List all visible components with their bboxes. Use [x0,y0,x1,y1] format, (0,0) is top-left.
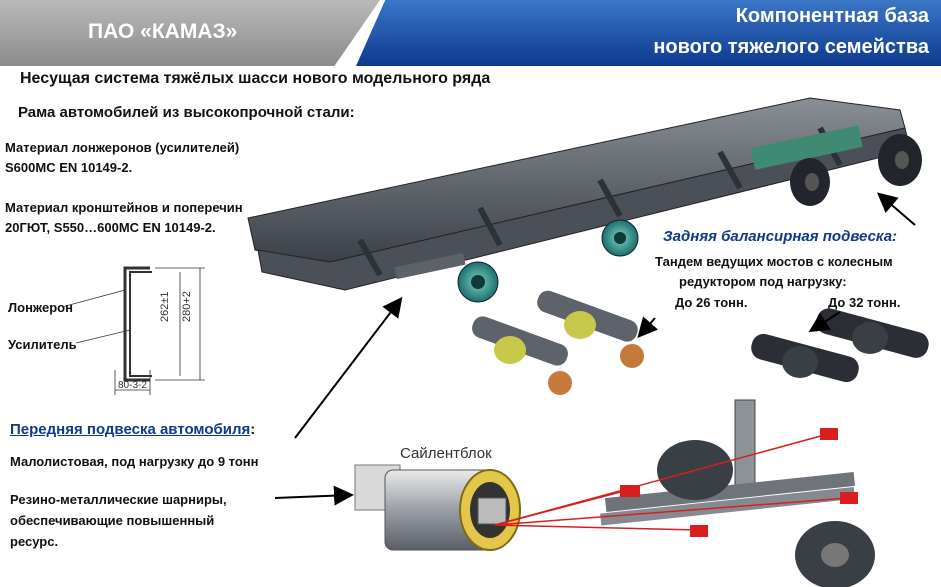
profile-label-reinforcement: Усилитель [8,337,77,352]
profile-dim-80: 80-3-2 [118,380,147,391]
front-suspension-heading-colon: : [250,421,256,438]
bushing-callout-lines [494,433,849,531]
header-title-panel: Компонентная база нового тяжелого семейс… [356,0,941,66]
front-suspension-desc-1: Малолистовая, под нагрузку до 9 тонн [10,454,259,469]
front-suspension-desc-2-line1: Резино-металлические шарниры, [10,492,227,507]
profile-label-spar: Лонжерон [8,300,73,315]
front-suspension-heading: Передняя подвеска автомобиля: [10,421,255,438]
profile-dim-262: 262±1 [159,291,171,322]
profile-dim-280: 280+2 [181,291,193,322]
frame-material-1-line2: S600MC EN 10149-2. [5,160,133,175]
rear-suspension-desc-line1: Тандем ведущих мостов с колесным [655,254,893,269]
header-company-panel [0,0,380,66]
rear-suspension-load-32: До 32 тонн. [828,295,901,310]
frame-material-2-line2: 20ГЮТ, S550…600MC EN 10149-2. [5,220,216,235]
rear-suspension-desc-line2: редуктором под нагрузку: [679,274,847,289]
front-suspension-desc-2-line2: обеспечивающие повышенный [10,513,215,528]
bushing-label: Сайлентблок [400,445,492,462]
spar-profile-drawing [61,266,205,395]
tandem-axle-32t-image [751,308,929,383]
frame-heading: Рама автомобилей из высокопрочной стали: [18,104,355,121]
frame-material-2-line1: Материал кронштейнов и поперечин [5,200,243,215]
frame-material-1-line1: Материал лонжеронов (усилителей) [5,140,240,155]
company-name: ПАО «КАМАЗ» [88,20,238,43]
front-suspension-image [600,399,875,587]
header-title-line2: нового тяжелого семейства [653,36,929,58]
front-suspension-desc-2-line3: ресурс. [10,534,59,549]
rear-suspension-load-26: До 26 тонн. [675,295,748,310]
front-suspension-heading-text: Передняя подвеска автомобиля [10,421,251,438]
main-title: Несущая система тяжёлых шасси нового мод… [20,70,491,87]
tandem-axle-26t-image [472,290,644,395]
chassis-frame-image [247,97,922,303]
silentblock-image [354,464,521,551]
rear-suspension-heading: Задняя балансирная подвеска: [663,228,898,245]
header-title-line1: Компонентная база [735,5,929,27]
